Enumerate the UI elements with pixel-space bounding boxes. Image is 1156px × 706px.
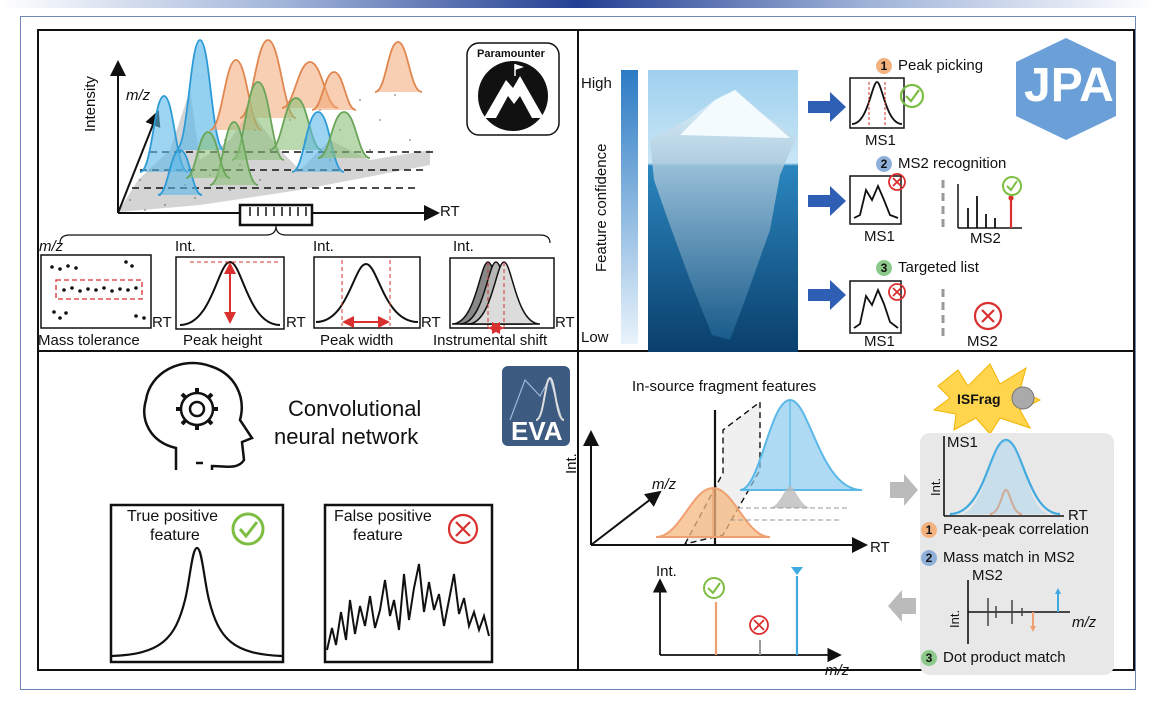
cnn-title-line2: neural network <box>274 424 419 449</box>
cross-icon <box>888 173 906 191</box>
ms1-label-3: MS1 <box>864 333 895 350</box>
ms1-label-1: MS1 <box>865 132 896 149</box>
sub4-x: RT <box>555 314 575 331</box>
step-number: 1 <box>876 58 892 74</box>
isf-ms2-int: Int. <box>947 609 962 628</box>
sub4-caption: Instrumental shift <box>433 332 548 349</box>
chromatogram-peaks <box>139 39 423 196</box>
iceberg-image <box>648 70 798 352</box>
mass-tolerance-plot <box>40 254 152 329</box>
isfrag-ms2-plot <box>967 580 1070 644</box>
ms2-label-3: MS2 <box>967 333 998 350</box>
step-number: 3 <box>876 260 892 276</box>
paramounter-logo <box>466 42 560 136</box>
isf-title: In-source fragment features <box>632 378 817 395</box>
isfrag-logo-text: ISFrag <box>957 391 1001 407</box>
sub1-x: RT <box>152 314 172 331</box>
paramounter-logo-text: Paramounter <box>477 48 545 60</box>
jpa-logo-text: JPA <box>1024 59 1114 112</box>
confidence-low: Low <box>581 329 609 346</box>
isfrag-logo <box>932 363 1042 435</box>
peak-height-plot <box>175 256 285 330</box>
ms1-peak-noisy-2 <box>849 280 902 334</box>
jpa-logo <box>1016 38 1116 140</box>
ms2-spectrum <box>957 184 1022 229</box>
isf-mz-label: m/z <box>652 476 677 493</box>
mz-axis <box>117 110 161 214</box>
check-icon <box>899 83 925 109</box>
gear-teeth <box>176 388 218 430</box>
isf-int-label: Int. <box>563 453 580 474</box>
isf-ms1-label: MS1 <box>947 434 978 451</box>
rt-label: RT <box>440 203 460 220</box>
true-positive-plot <box>109 503 285 664</box>
sub4-y: Int. <box>453 238 474 255</box>
sub3-caption: Peak width <box>320 332 394 349</box>
false-positive-plot <box>323 503 494 664</box>
step-number: 2 <box>921 550 937 566</box>
mz-label: m/z <box>126 87 151 104</box>
check-icon <box>1002 176 1022 196</box>
fp-line1: False positive <box>334 508 432 525</box>
ms1-peak-good <box>849 77 905 129</box>
isf-ms1-rt: RT <box>1068 507 1088 524</box>
tp-line1: True positive <box>127 508 218 525</box>
top-gradient-bar <box>0 0 1156 8</box>
step-number: 3 <box>921 650 937 666</box>
isfrag-ms1-plot <box>943 436 1064 517</box>
confidence-gradient-bar <box>621 70 638 344</box>
sub2-y: Int. <box>175 238 196 255</box>
outer-frame <box>20 16 1136 690</box>
spec-int-label: Int. <box>656 563 677 580</box>
cross-icon <box>973 301 1003 331</box>
isf-ms2-mz: m/z <box>1072 614 1097 631</box>
ms1-label-2: MS1 <box>864 228 895 245</box>
ms2-label-2: MS2 <box>970 230 1001 247</box>
isfrag-bottom-spectrum <box>652 567 842 663</box>
zoom-ticks <box>249 207 307 216</box>
isf-ms1-int: Int. <box>928 477 943 496</box>
step-arrows <box>808 92 846 310</box>
intensity-label: Intensity <box>82 76 99 132</box>
spec-mz-label: m/z <box>825 662 850 679</box>
cnn-title-line1: Convolutional <box>288 396 422 421</box>
tp-line2: feature <box>150 527 200 544</box>
confidence-label: Feature confidence <box>593 143 610 272</box>
peak-width-plot <box>313 256 421 329</box>
sub2-x: RT <box>286 314 306 331</box>
horizontal-divider <box>37 350 1135 352</box>
isf-rt-label: RT <box>870 539 890 556</box>
step-number: 2 <box>876 156 892 172</box>
fp-line2: feature <box>353 527 403 544</box>
zoom-box <box>238 203 314 227</box>
cross-icon <box>888 283 906 301</box>
sub3-x: RT <box>421 314 441 331</box>
isf-ms2-label: MS2 <box>972 567 1003 584</box>
sub1-caption: Mass tolerance <box>38 332 140 349</box>
eva-logo <box>502 366 570 446</box>
head-gear-icon <box>143 361 254 470</box>
brace <box>59 225 551 244</box>
instrumental-shift-plot <box>449 257 555 334</box>
step-number: 1 <box>921 522 937 538</box>
ms1-peak-noisy-1 <box>849 175 902 225</box>
confidence-high: High <box>581 75 612 92</box>
sub2-caption: Peak height <box>183 332 263 349</box>
sub3-y: Int. <box>313 238 334 255</box>
isfrag-3d-plot <box>583 398 868 553</box>
sub1-y: m/z <box>39 238 64 255</box>
eva-logo-text: EVA <box>511 416 563 446</box>
